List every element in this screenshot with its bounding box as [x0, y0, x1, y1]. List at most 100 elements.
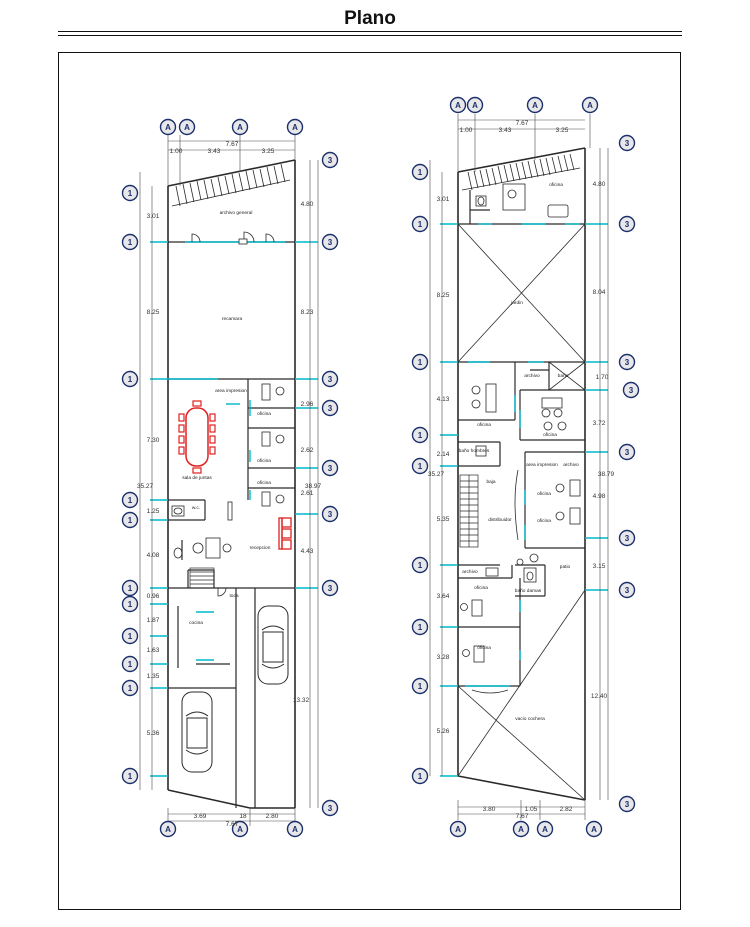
svg-text:oficina: oficina [543, 432, 557, 438]
room-bano: baño [558, 373, 569, 379]
svg-text:3.01: 3.01 [437, 196, 450, 203]
svg-text:3.15: 3.15 [593, 563, 606, 570]
svg-text:archivo: archivo [563, 462, 579, 468]
title-rule [58, 31, 682, 32]
svg-text:A: A [184, 123, 190, 132]
grid-3-label: 3 [328, 156, 333, 165]
floor-plan-upper: A A A A A A A A 1 1 1 1 1 1 1 1 1 3 3 3 … [411, 96, 640, 838]
svg-text:1.25: 1.25 [147, 508, 160, 515]
svg-text:1.05: 1.05 [525, 806, 538, 813]
svg-text:3: 3 [625, 586, 630, 595]
svg-text:3.69: 3.69 [194, 813, 207, 820]
svg-text:35.27: 35.27 [137, 483, 154, 490]
svg-text:3: 3 [625, 448, 630, 457]
svg-text:A: A [455, 101, 461, 110]
svg-text:A: A [292, 123, 298, 132]
svg-text:A: A [165, 825, 171, 834]
room-bano-damas: baño damas [515, 588, 542, 594]
room-jardin: jardin [510, 300, 523, 306]
svg-text:3.72: 3.72 [593, 420, 606, 427]
svg-text:A: A [542, 825, 548, 834]
svg-text:1: 1 [128, 375, 133, 384]
svg-text:1: 1 [418, 772, 423, 781]
waiting-chairs [278, 517, 292, 550]
conference-table [178, 400, 216, 474]
svg-text:3.25: 3.25 [556, 127, 569, 134]
room-bano-hombres: baño hombres [459, 448, 490, 454]
svg-text:3: 3 [625, 800, 630, 809]
svg-text:1: 1 [128, 684, 133, 693]
room-baja: baja [486, 479, 495, 485]
svg-text:A: A [472, 101, 478, 110]
room-area-impresion-2: area impresion [526, 462, 558, 468]
room-patio: patio [560, 564, 571, 570]
svg-text:7.67: 7.67 [516, 120, 529, 127]
svg-text:archivo: archivo [462, 569, 478, 575]
svg-text:1: 1 [128, 600, 133, 609]
car-icon-2 [181, 691, 213, 773]
room-oficina: oficina [257, 411, 271, 417]
room-archivo-general: archivo general [220, 210, 253, 216]
grid-a-label: A [165, 123, 171, 132]
title-rule-thin [58, 35, 682, 36]
svg-text:4.80: 4.80 [301, 201, 314, 208]
svg-text:oficina: oficina [477, 422, 491, 428]
svg-text:1: 1 [128, 516, 133, 525]
svg-text:3: 3 [328, 464, 333, 473]
svg-text:4.80: 4.80 [593, 181, 606, 188]
svg-text:oficina: oficina [477, 645, 491, 651]
svg-text:3.64: 3.64 [437, 593, 450, 600]
svg-text:1.00: 1.00 [170, 148, 183, 155]
room-sala-juntas: sala de juntas [182, 475, 212, 481]
room-recepcion: recepcion [250, 545, 271, 551]
svg-text:3: 3 [625, 534, 630, 543]
svg-text:3.25: 3.25 [262, 148, 275, 155]
svg-text:1.63: 1.63 [147, 647, 160, 654]
drawing-frame [58, 52, 681, 910]
svg-text:1: 1 [128, 772, 133, 781]
svg-text:1: 1 [128, 496, 133, 505]
svg-text:7.30: 7.30 [147, 437, 160, 444]
svg-text:A: A [237, 123, 243, 132]
svg-text:3: 3 [328, 238, 333, 247]
svg-text:oficina: oficina [537, 518, 551, 524]
svg-text:3: 3 [328, 510, 333, 519]
svg-text:0.96: 0.96 [147, 593, 160, 600]
svg-text:1: 1 [418, 168, 423, 177]
room-distribuidor: distribuidor [488, 517, 512, 523]
svg-text:A: A [591, 825, 597, 834]
svg-text:1: 1 [418, 682, 423, 691]
svg-text:3.01: 3.01 [147, 213, 160, 220]
svg-text:7.67: 7.67 [226, 821, 239, 828]
svg-text:3: 3 [328, 375, 333, 384]
svg-text:2.96: 2.96 [301, 401, 314, 408]
svg-text:5.35: 5.35 [437, 516, 450, 523]
svg-text:2.14: 2.14 [437, 451, 450, 458]
svg-text:oficina: oficina [474, 585, 488, 591]
svg-text:3: 3 [625, 139, 630, 148]
svg-text:3: 3 [625, 220, 630, 229]
svg-text:A: A [532, 101, 538, 110]
svg-text:8.04: 8.04 [593, 289, 606, 296]
svg-text:A: A [455, 825, 461, 834]
svg-text:2.82: 2.82 [560, 806, 573, 813]
svg-text:4.08: 4.08 [147, 552, 160, 559]
svg-text:A: A [292, 825, 298, 834]
room-archivo: archivo [524, 373, 540, 379]
svg-text:1: 1 [418, 462, 423, 471]
room-tocador: toca [229, 593, 238, 599]
svg-text:5.36: 5.36 [147, 730, 160, 737]
svg-text:1: 1 [418, 431, 423, 440]
page-title: Plano [344, 8, 396, 29]
svg-text:A: A [518, 825, 524, 834]
svg-text:3.43: 3.43 [499, 127, 512, 134]
svg-text:A: A [587, 101, 593, 110]
svg-text:1.87: 1.87 [147, 617, 160, 624]
svg-text:1: 1 [128, 660, 133, 669]
room-oficina-top: oficina [549, 182, 563, 188]
svg-text:1.70: 1.70 [596, 374, 609, 381]
svg-text:18: 18 [239, 813, 247, 820]
room-vacio-cochera: vacio cochera [515, 716, 545, 722]
room-cocina: cocina [189, 620, 203, 626]
svg-text:4.43: 4.43 [301, 548, 314, 555]
